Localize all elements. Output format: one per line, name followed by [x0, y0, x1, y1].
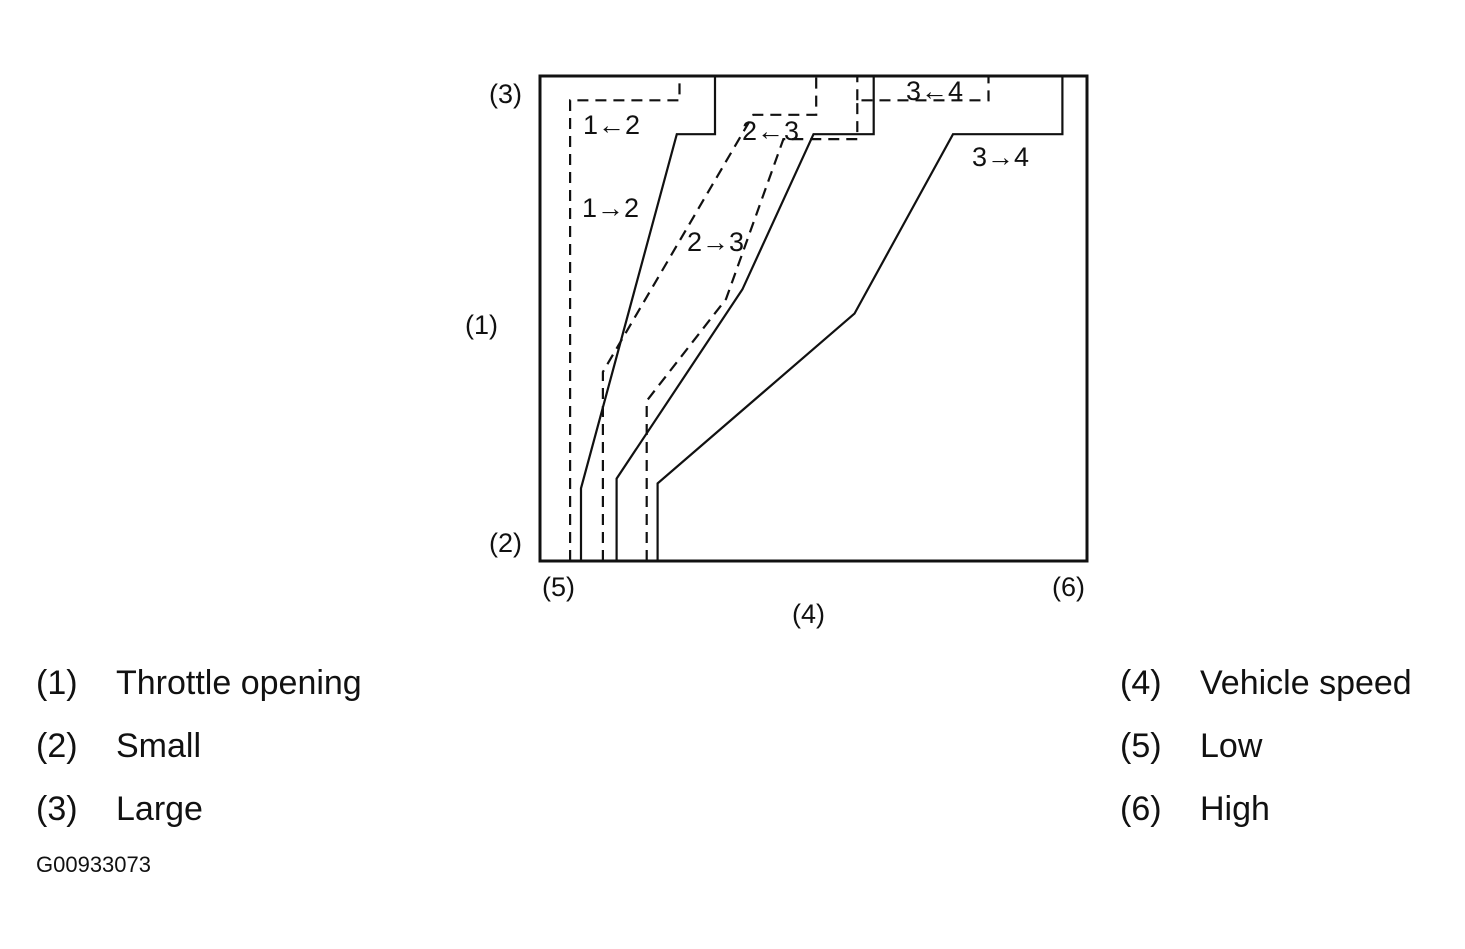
legend-text: Small — [116, 727, 202, 765]
legend-key: (2) — [36, 727, 78, 765]
series-layer — [568, 76, 1064, 561]
legend-key: (5) — [1120, 727, 1162, 765]
x-tick-high: (6) — [1052, 572, 1085, 602]
legend-text: Throttle opening — [116, 664, 362, 702]
shift-line-upshift-0 — [579, 76, 717, 561]
shift-line-downshift-1 — [568, 76, 681, 561]
legend-key: (3) — [36, 790, 78, 828]
shift-line-upshift-2 — [615, 76, 875, 561]
x-tick-low: (5) — [542, 572, 575, 602]
legend-key: (4) — [1120, 664, 1162, 702]
legend-text: Large — [116, 790, 203, 828]
x-axis-label: (4) — [792, 599, 825, 629]
shift-label-2-up-3: 2→3 — [687, 227, 744, 257]
shift-line-downshift-4 — [645, 76, 990, 561]
y-axis-label: (1) — [465, 310, 498, 340]
legend-key: (1) — [36, 664, 78, 702]
shift-label-2-down-3: 2←3 — [742, 116, 799, 146]
shift-label-1-down-2: 1←2 — [583, 110, 640, 140]
y-tick-small: (2) — [489, 528, 522, 558]
legend-right: (4) Vehicle speed (5) Low (6) High — [1120, 663, 1450, 833]
legend-text: High — [1200, 790, 1270, 828]
shift-label-3-down-4: 3←4 — [906, 76, 963, 106]
legend-left: (1) Throttle opening (2) Small (3) Large — [36, 663, 456, 833]
shift-label-1-up-2: 1→2 — [582, 193, 639, 223]
shift-line-upshift-5 — [656, 76, 1064, 561]
y-tick-large: (3) — [489, 79, 522, 109]
shift-line-downshift-3 — [601, 76, 818, 561]
legend-text: Vehicle speed — [1200, 664, 1412, 702]
legend-key: (6) — [1120, 790, 1162, 828]
shift-label-3-up-4: 3→4 — [972, 142, 1029, 172]
figure-id: G00933073 — [36, 852, 151, 877]
legend-text: Low — [1200, 727, 1263, 765]
plot-frame — [538, 74, 1089, 563]
